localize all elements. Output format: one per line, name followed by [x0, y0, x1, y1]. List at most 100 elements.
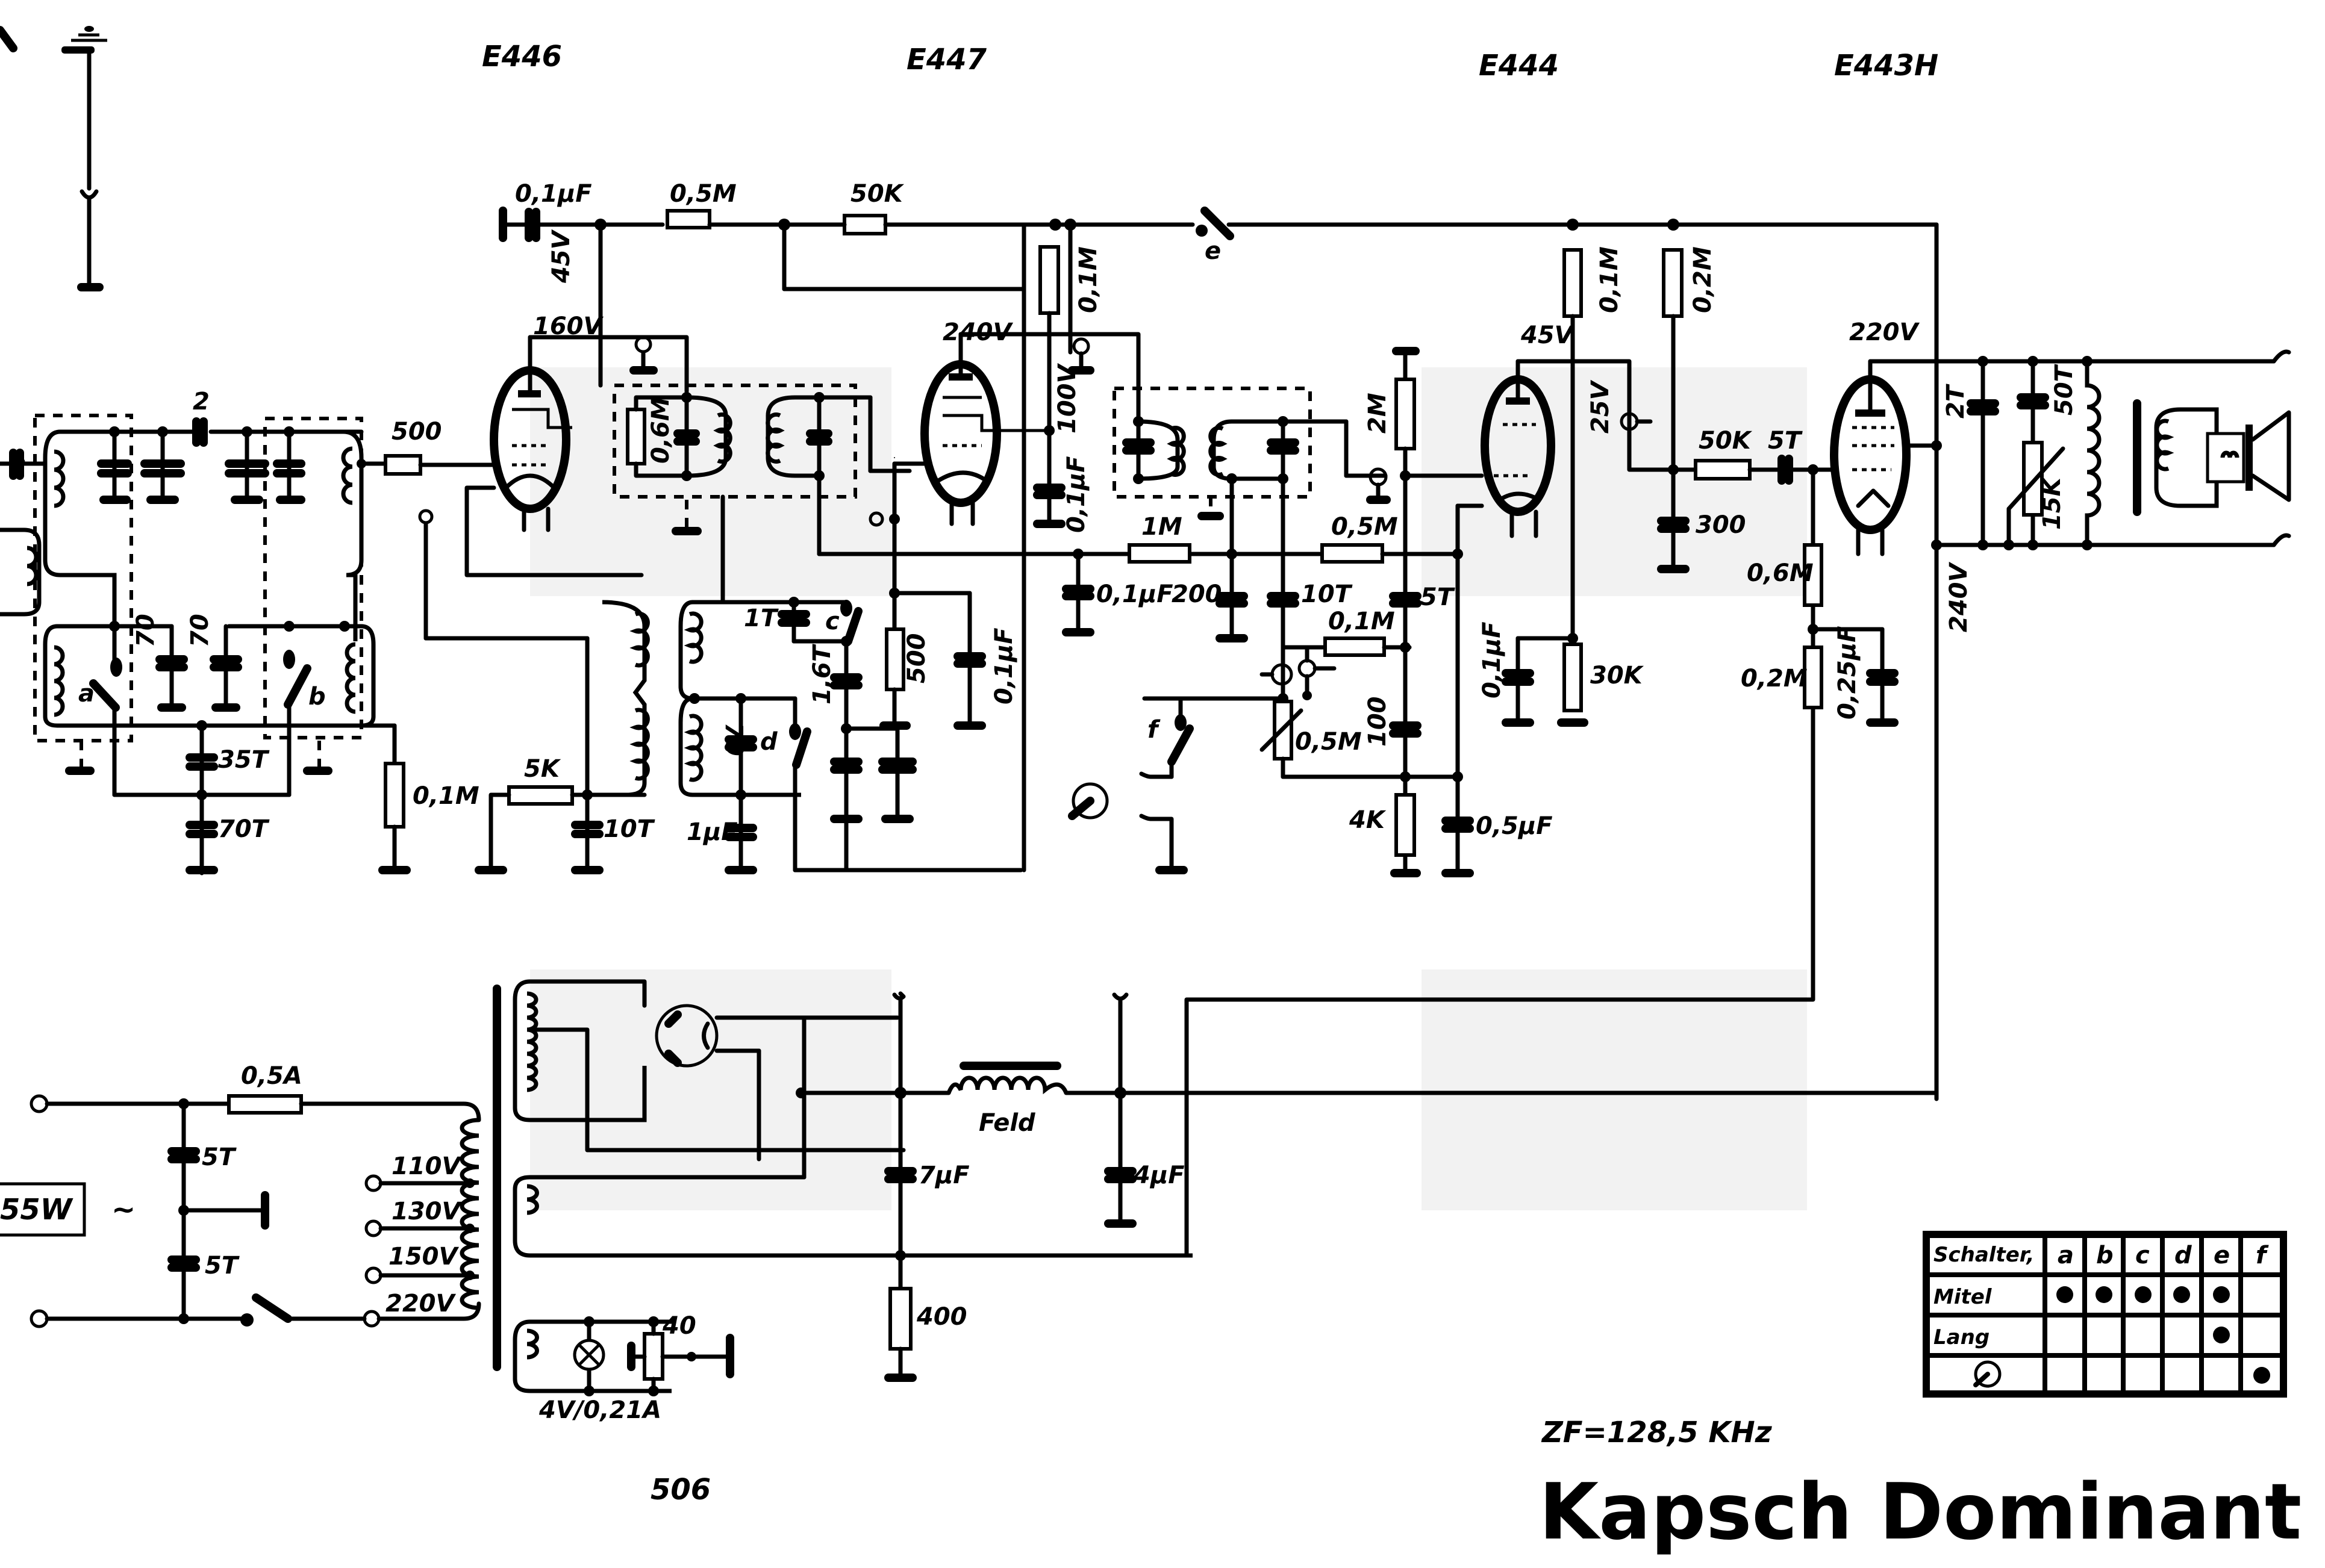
label-c-5t-coupling: 5T — [1768, 427, 1803, 455]
resistor-500-cathode — [885, 627, 905, 691]
pickup-icon — [1973, 1360, 2002, 1388]
label-r-05m-det: 0,5M — [1331, 513, 1398, 541]
label-r-02m-v3: 0,2M — [1689, 246, 1717, 313]
label-r-v2-anode-feed: 0,1M — [1075, 246, 1102, 313]
power-switch-contact — [240, 1313, 254, 1327]
label-r-400: 400 — [916, 1303, 967, 1331]
label-r-01m-det: 0,1M — [1328, 608, 1395, 635]
resistor-02m-bias — [1803, 646, 1823, 709]
label-if-frequency: ZF=128,5 KHz — [1541, 1416, 1773, 1449]
label-grid-resistor: 500 — [392, 418, 442, 446]
switch-position-dot — [2253, 1367, 2270, 1384]
resistor-50k-grid — [1694, 459, 1752, 481]
pilot-lamp-icon — [573, 1339, 605, 1371]
label-r-top-1: 0,5M — [670, 180, 737, 208]
label-v3-screen: 25V — [1587, 379, 1614, 434]
table-row-label-lang: Lang — [1933, 1325, 1990, 1349]
label-v4-screen: 240V — [1945, 562, 1973, 632]
tube-label-v2: E447 — [907, 43, 987, 76]
resistor-30k — [1562, 642, 1583, 712]
label-c-4uf: 4µF — [1133, 1162, 1185, 1189]
label-c-100: 100 — [1364, 697, 1391, 747]
fuse — [227, 1094, 303, 1115]
label-v4-anode: 220V — [1849, 319, 1920, 346]
label-r-4k: 4K — [1349, 806, 1387, 834]
label-r-2m: 2M — [1364, 393, 1391, 434]
label-c-10t-det: 10T — [1301, 580, 1353, 608]
schematic-title: Kapsch Dominant 4W — [1539, 1467, 2325, 1557]
label-trimmer-70-osc: 70 — [720, 723, 747, 756]
table-col-a: a — [2058, 1242, 2074, 1269]
tube-label-v3: E444 — [1479, 49, 1559, 82]
resistor-05m-top — [666, 209, 711, 229]
label-antenna-cap: 8 — [9, 454, 26, 482]
tube-v2 — [920, 332, 1049, 526]
resistor-01m-v2 — [1038, 245, 1060, 315]
switch-label-b: b — [308, 683, 326, 711]
label-pilot-lamp: 4V/0,21A — [538, 1396, 661, 1424]
switch-position-dot — [2096, 1286, 2112, 1303]
label-c-5t-det: 5T — [1420, 583, 1455, 611]
label-c-5t-mains-1: 5T — [202, 1143, 237, 1171]
label-c-top-input: 0,1µF — [515, 180, 592, 208]
label-r-30k: 30K — [1590, 662, 1644, 689]
label-r-01m-left: 0,1M — [413, 782, 479, 810]
resistor-4k — [1394, 793, 1416, 857]
label-c-7uf: 7µF — [919, 1162, 970, 1189]
tube-label-v1: E446 — [482, 40, 562, 73]
tube-v3 — [1481, 359, 1555, 538]
label-c-025uf: 0,25µF — [1833, 626, 1861, 720]
label-c-50t: 50T — [2050, 364, 2078, 415]
label-v2-screen: 100V — [1053, 363, 1081, 434]
label-c-10t-osc: 10T — [604, 815, 655, 843]
antenna-icon — [0, 26, 107, 291]
table-col-e: e — [2214, 1242, 2230, 1269]
switch-label-e: e — [1205, 237, 1221, 265]
label-c-01uf-screen: 0,1µF — [1063, 456, 1090, 533]
label-page-number: 506 — [651, 1473, 711, 1507]
resistor-400 — [888, 1287, 913, 1351]
label-ac-symbol: ~ — [111, 1193, 136, 1227]
table-col-d: d — [2174, 1242, 2192, 1269]
label-r-02m-bias: 0,2M — [1741, 665, 1808, 692]
label-r-5k: 5K — [524, 755, 561, 783]
switch-e: e — [1196, 207, 1234, 265]
label-c-01uf-avc: 0,1µF — [1096, 580, 1173, 608]
label-c-300: 300 — [1696, 511, 1746, 539]
switch-position-dot — [2173, 1286, 2190, 1303]
label-r-if1: 0,6M — [647, 397, 675, 464]
label-c-1uf: 1µF — [687, 818, 738, 846]
label-v1-screen: 45V — [548, 229, 575, 284]
switch-position-dot — [2056, 1286, 2073, 1303]
label-c-35t: 35T — [218, 746, 270, 774]
label-r-01m-v3: 0,1M — [1596, 246, 1623, 313]
resistor-01m-v3 — [1562, 248, 1583, 318]
switch-label-f: f — [1147, 716, 1161, 744]
resistor-05m-det — [1320, 543, 1384, 564]
resistor-2m — [1394, 378, 1416, 450]
switch-position-dot — [2213, 1286, 2230, 1303]
power-supply: 0,5A 5T 5T 110V 130V 150V 220V 55W — [0, 934, 1939, 1424]
tube-v1 — [490, 335, 572, 532]
resistor-01m-left — [384, 762, 405, 829]
potentiometer-15k — [2022, 441, 2044, 517]
mains-terminal-2 — [30, 1309, 49, 1328]
table-header-label: Schalter, — [1933, 1243, 2034, 1267]
label-c-200: 200 — [1172, 580, 1222, 608]
label-trimmer-70-b: 70 — [186, 614, 214, 647]
switch-label-d: d — [760, 728, 778, 756]
resistor-5k — [507, 785, 574, 806]
input-circuit: a b 70 70 35T 70T — [0, 414, 479, 876]
label-tap-110: 110V — [392, 1153, 462, 1180]
table-col-b: b — [2096, 1242, 2114, 1269]
label-c-5t-mains-2: 5T — [205, 1252, 240, 1280]
label-band-cap: 2 — [193, 388, 210, 415]
switch-table: Schalter, a b c d e f Mitel Lang — [1923, 1231, 2287, 1398]
if-transformer-1: 0,6M — [613, 384, 1451, 556]
label-trimmer-1t: 1T — [744, 605, 779, 632]
label-c-70t: 70T — [218, 815, 270, 843]
switch-position-dot — [2135, 1286, 2152, 1303]
label-trimmer-16t: 1,6T — [808, 644, 836, 705]
label-c-2t: 2T — [1942, 384, 1970, 418]
oscillator-circuit: 5K 10T 70 1µF d — [475, 494, 1023, 874]
